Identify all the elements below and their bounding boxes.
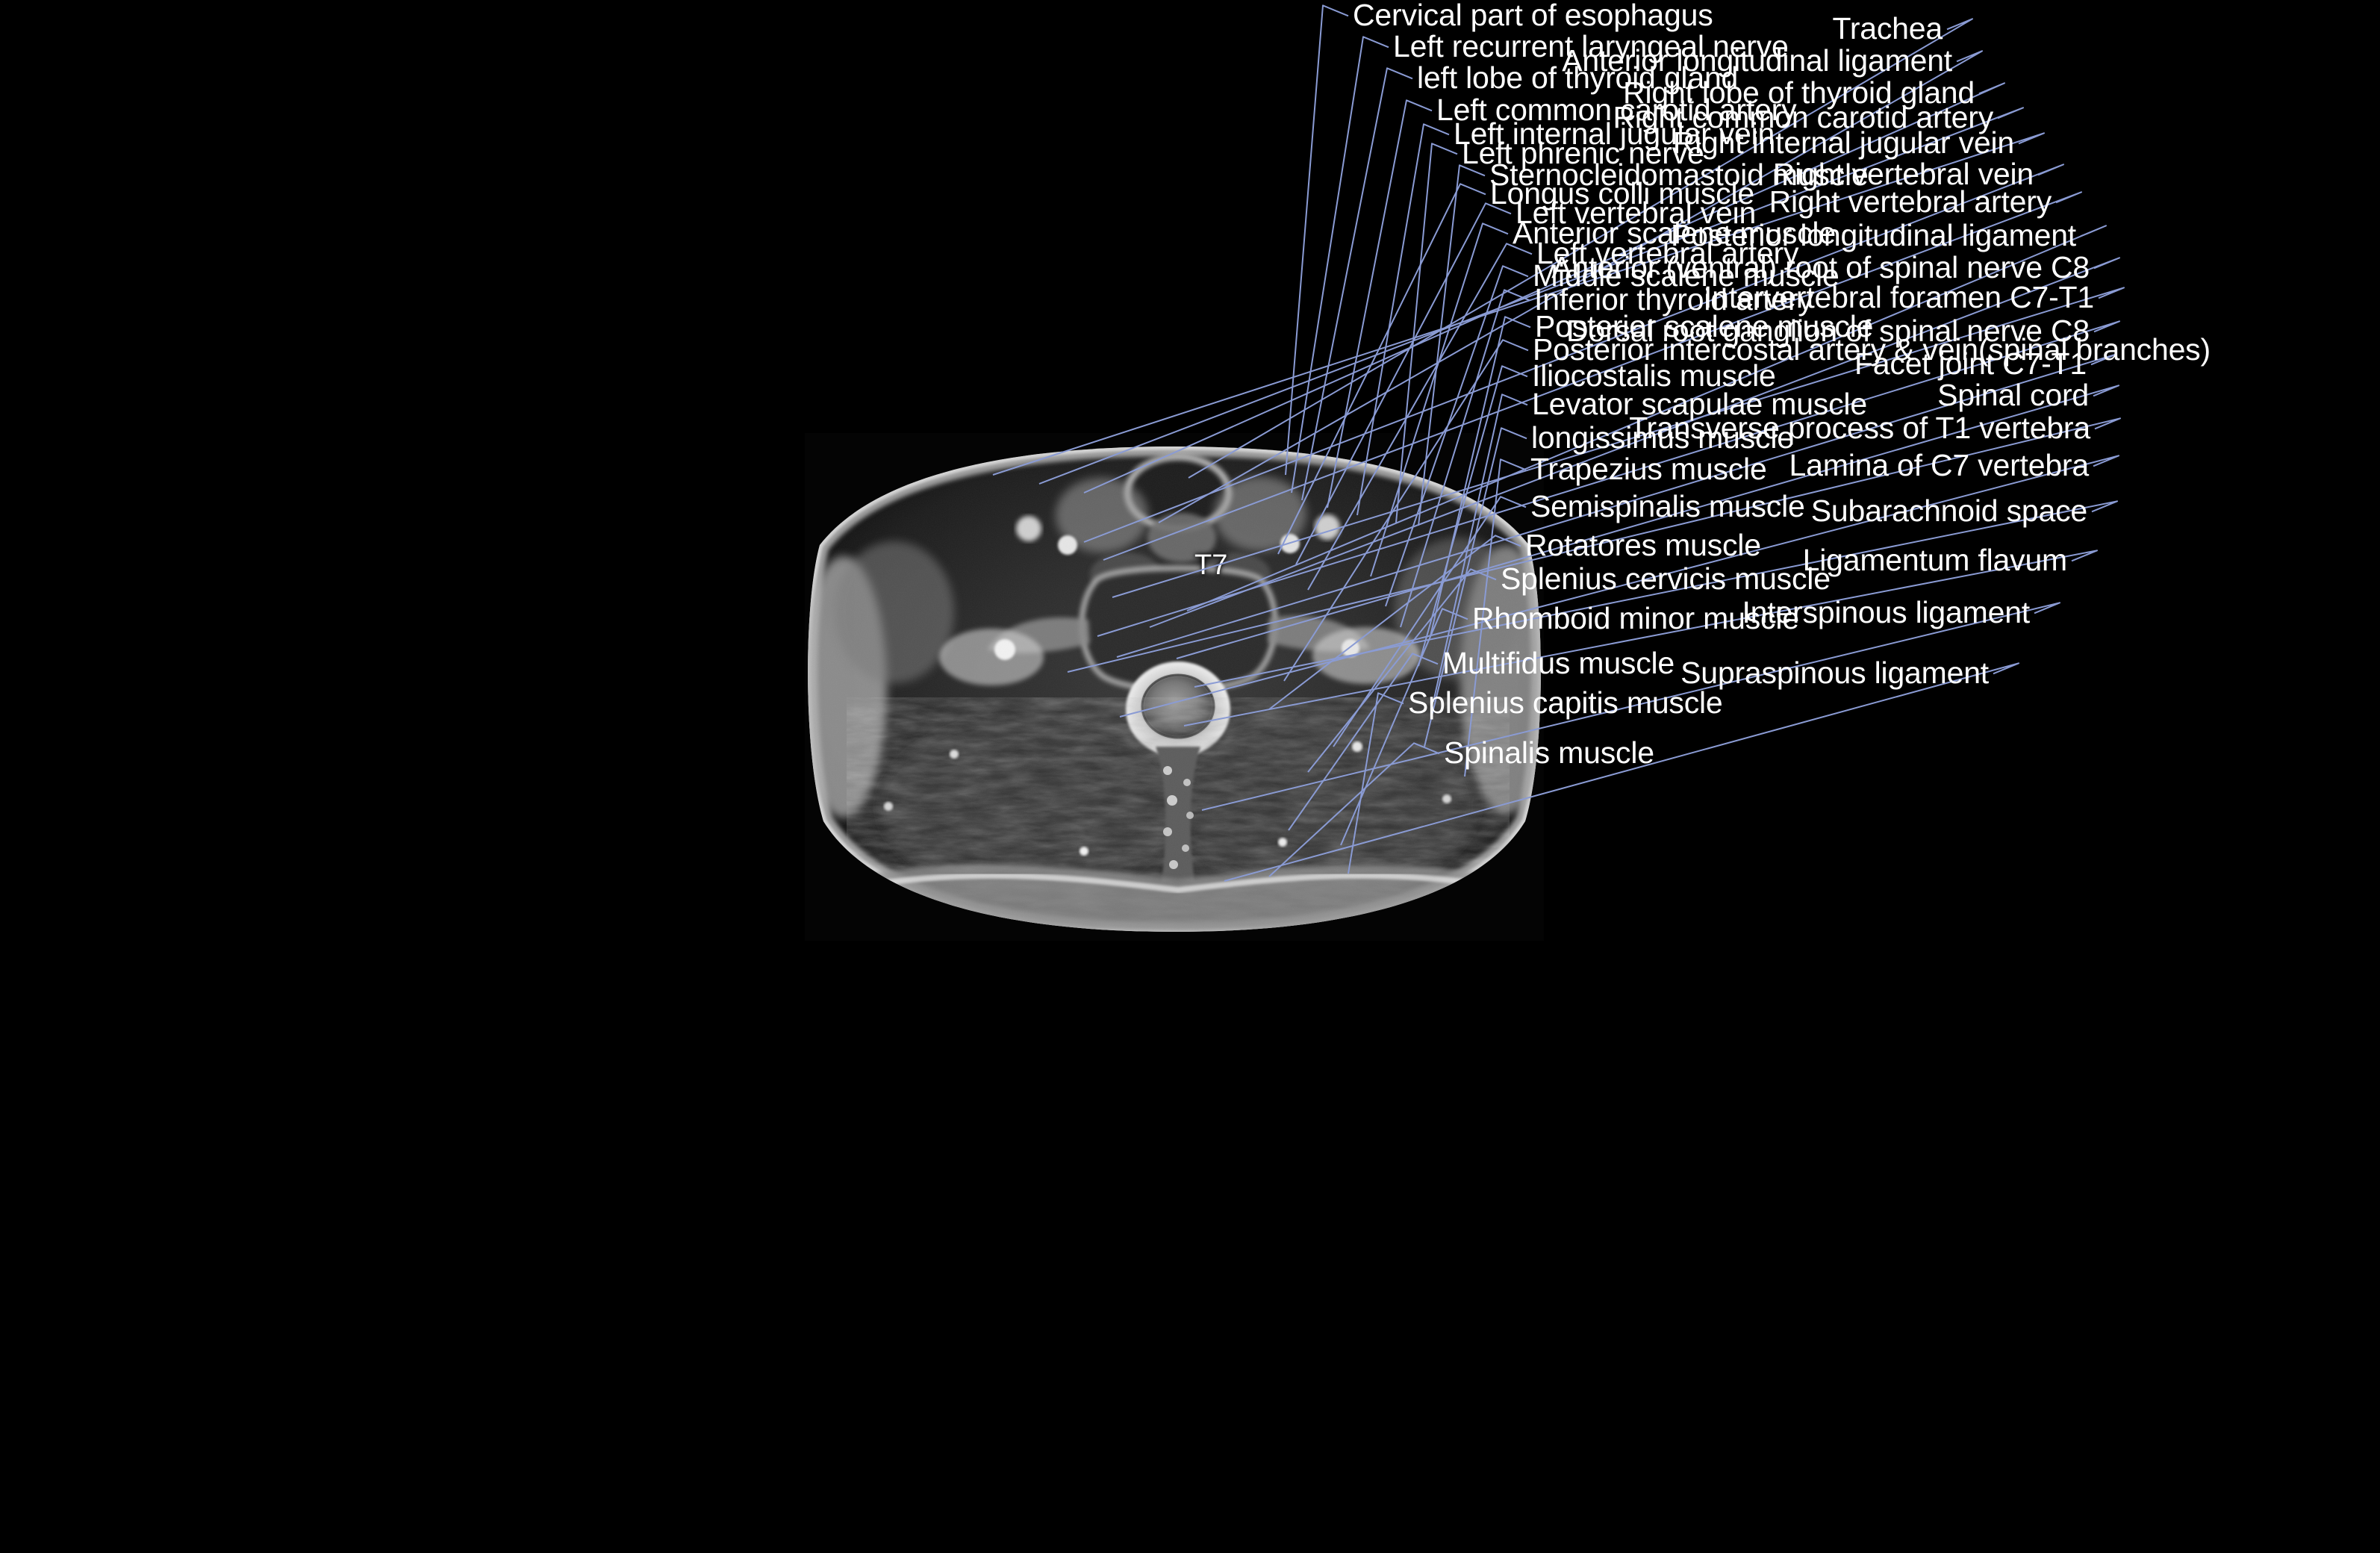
anatomy-label: Anterior longitudinal ligament — [1562, 43, 1952, 78]
anatomy-label: Semispinalis muscle — [1530, 489, 1805, 523]
anatomy-label: Trachea — [1832, 11, 1943, 46]
anatomy-label: Trapezius muscle — [1530, 452, 1767, 486]
anatomy-label: Left internal jugular vein — [1454, 116, 1775, 151]
anatomy-label: Iliocostalis muscle — [1532, 358, 1776, 393]
anatomy-label: Left recurrent laryngeal nerve — [1393, 29, 1789, 63]
anatomy-label: Left vertebral vein — [1515, 196, 1757, 230]
anatomy-label: Posterior intercostal artery & vein(spin… — [1533, 332, 2211, 367]
anatomy-label: Sternocleidomastoid muscle — [1489, 158, 1869, 192]
anatomy-label: Multifidus muscle — [1442, 646, 1675, 680]
anatomy-label: longissimus muscle — [1531, 420, 1794, 455]
anatomy-label: Inferior thyroid artery — [1534, 282, 1813, 317]
anatomy-label: Spinalis muscle — [1444, 735, 1654, 770]
anatomy-label: Rotatores muscle — [1525, 528, 1761, 562]
anatomy-label: Right vertebral artery — [1769, 184, 2052, 219]
anatomy-label: Middle scalene muscle — [1533, 258, 1839, 293]
anatomy-label: Right common carotid artery — [1613, 100, 1993, 134]
vertebra-level-marker: T7 — [1194, 550, 1228, 581]
anatomy-label: Spinal cord — [1937, 378, 2089, 412]
anatomy-label: Right vertebral vein — [1772, 157, 2034, 191]
anatomy-label: Splenius cervicis muscle — [1501, 561, 1831, 596]
anatomy-label: Left common carotid artery — [1436, 93, 1797, 127]
anatomy-label: Splenius capitis muscle — [1408, 685, 1723, 720]
leader-line — [1285, 4, 1349, 476]
anatomy-label: Subarachnoid space — [1810, 494, 2087, 528]
anatomy-label: Dorsal root ganglion of spinal nerve C8 — [1566, 314, 2090, 348]
anatomy-label: Left vertebral artery — [1536, 236, 1799, 270]
anatomy-label: Supraspinous ligament — [1680, 656, 1989, 690]
anatomy-label: Rhomboid minor muscle — [1472, 601, 1799, 635]
anatomy-label: Right lobe of thyroid gland — [1623, 75, 1975, 110]
anatomy-label: Interspinous ligament — [1742, 595, 2030, 629]
leader-line — [1291, 36, 1389, 494]
anatomy-label: Posterior longitudinal ligament — [1670, 218, 2076, 252]
anatomy-label: Anterior scalene muscle — [1513, 216, 1836, 250]
anatomy-label: Lamina of C7 vertebra — [1789, 448, 2090, 482]
anatomy-label: Right internal jugular vein — [1672, 125, 2014, 160]
anatomy-label: Transverse process of T1 vertebra — [1629, 411, 2090, 445]
anatomy-label: Facet joint C7-T1 — [1854, 346, 2087, 381]
anatomy-label: Longus colli muscle — [1490, 176, 1754, 211]
anatomy-label: Left phrenic nerve — [1462, 136, 1704, 170]
anatomy-label: Ligamentum flavum — [1802, 543, 2068, 577]
anatomy-label: Posterior scalene muscle — [1535, 309, 1874, 343]
anatomy-label: left lobe of thyroid gland — [1417, 60, 1739, 95]
anatomy-label: Anterior (ventral) root of spinal nerve … — [1551, 250, 2090, 284]
anatomy-label: Cervical part of esophagus — [1353, 0, 1713, 32]
anatomy-label: Levator scapulae muscle — [1532, 387, 1867, 421]
anatomy-label: Intervertebral foramen C7-T1 — [1703, 280, 2094, 314]
